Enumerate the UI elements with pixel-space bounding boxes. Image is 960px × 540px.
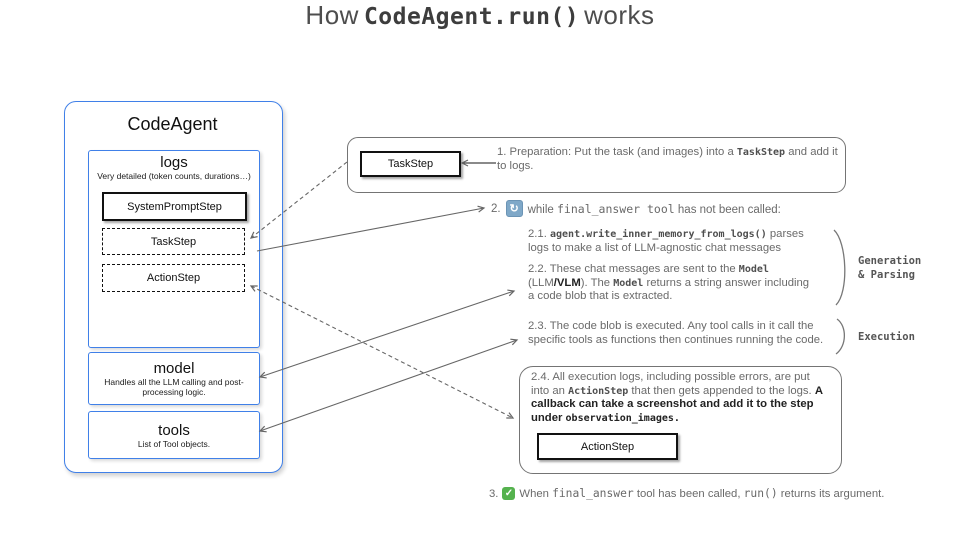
step24-text-part2: that then gets appended to the logs. xyxy=(628,384,815,397)
step1-taskstep-label: TaskStep xyxy=(387,158,434,170)
step2-text-part: while xyxy=(527,203,557,216)
step22-paragraph: 2.2. These chat messages are sent to the… xyxy=(528,263,818,304)
step23-text-part: 2.3. The code blob is executed. Any tool… xyxy=(528,320,824,346)
model-box: model Handles all the LLM calling and po… xyxy=(88,352,260,405)
execution-label: Execution xyxy=(858,331,915,343)
step24-bold: A callback can take a screenshot and add… xyxy=(531,384,823,424)
step3-number: 3. xyxy=(489,487,499,500)
arrow-model-to-step22 xyxy=(258,289,516,379)
step24-code: ActionStep xyxy=(568,385,629,397)
step1-taskstep-box: TaskStep xyxy=(360,151,461,177)
step3-text-part2: tool has been called, xyxy=(633,488,744,500)
step3-text: When final_answer tool has been called, … xyxy=(519,487,884,500)
step3-text-part: When xyxy=(519,488,553,500)
step2-text-part2: has not been called: xyxy=(674,203,781,216)
taskstep-label: TaskStep xyxy=(150,235,197,248)
actionstep-label: ActionStep xyxy=(146,272,201,284)
step22-text-part3: ). The xyxy=(580,276,614,289)
step2-code: final_answer tool xyxy=(557,201,675,216)
step3-line: 3. ✓ When final_answer tool has been cal… xyxy=(489,487,884,500)
title-suffix: works xyxy=(584,0,655,30)
step3-code: final_answer xyxy=(552,487,634,500)
logs-subtitle: Very detailed (token counts, durations…) xyxy=(97,171,251,181)
step22-text-part4: returns a string answer including a code… xyxy=(528,276,810,303)
step1-text: 1. Preparation: Put the task (and images… xyxy=(497,146,843,173)
step2-number: 2. xyxy=(491,202,501,215)
systempromptstep-label: SystemPromptStep xyxy=(127,200,222,213)
step24-text: 2.4. All execution logs, including possi… xyxy=(531,371,831,425)
step21-code: agent.write_inner_memory_from_logs() xyxy=(549,229,767,240)
bracket-execution xyxy=(835,318,846,355)
title-code: CodeAgent.run() xyxy=(363,4,580,30)
codeagent-box-title: CodeAgent xyxy=(127,114,218,134)
arrow-logs-to-step2 xyxy=(256,205,486,252)
step22-text-part2: (LLM xyxy=(528,276,554,289)
tools-subtitle: List of Tool objects. xyxy=(137,438,211,449)
bracket-generation-parsing xyxy=(833,229,846,306)
step1-text-part: 1. Preparation: Put the task (and images… xyxy=(497,146,737,158)
step22-code2: Model xyxy=(613,277,644,289)
tools-title: tools xyxy=(158,421,190,439)
step22-code: Model xyxy=(738,264,769,276)
step24-code2: observation_images. xyxy=(565,412,680,424)
step22-bold: /VLM xyxy=(553,276,581,289)
actionstep-box: ActionStep xyxy=(102,264,245,292)
generation-parsing-label: Generation & Parsing xyxy=(858,255,922,281)
step24-actionstep-label: ActionStep xyxy=(580,440,635,453)
arrow-tools-to-step23 xyxy=(258,338,519,433)
step23-text: 2.3. The code blob is executed. Any tool… xyxy=(528,320,834,347)
step21-text-part2: parses logs to make a list of LLM-agnost… xyxy=(528,228,804,254)
check-emoji-icon: ✓ xyxy=(502,487,516,500)
loop-emoji-icon: ↻ xyxy=(505,200,523,217)
systempromptstep-box: SystemPromptStep xyxy=(102,192,247,221)
step2-line: 2. ↻ while final_answer tool has not bee… xyxy=(491,200,781,217)
taskstep-box: TaskStep xyxy=(102,228,245,255)
model-subtitle: Handles all the LLM calling and post-pro… xyxy=(104,377,244,397)
step21-22-text: 2.1. agent.write_inner_memory_from_logs(… xyxy=(528,228,818,312)
step3-code2: run() xyxy=(743,487,778,500)
tools-box: tools List of Tool objects. xyxy=(88,411,260,459)
logs-title: logs xyxy=(160,154,188,171)
title-prefix: How xyxy=(305,0,359,30)
step1-code: TaskStep xyxy=(736,147,786,158)
arrow-step24-to-actionstep xyxy=(249,285,515,419)
logs-box: logs Very detailed (token counts, durati… xyxy=(88,150,260,348)
step24-actionstep-box: ActionStep xyxy=(537,433,678,460)
step21-text-part: 2.1. xyxy=(528,228,550,240)
step2-text: while final_answer tool has not been cal… xyxy=(528,202,781,216)
step21-paragraph: 2.1. agent.write_inner_memory_from_logs(… xyxy=(528,228,818,255)
step3-text-part3: returns its argument. xyxy=(777,488,885,500)
step1-text-part2: and add it to logs. xyxy=(497,146,838,172)
step22-text-part: 2.2. These chat messages are sent to the xyxy=(528,263,739,276)
step24-text-part: 2.4. All execution logs, including possi… xyxy=(531,371,810,397)
model-title: model xyxy=(153,360,195,377)
